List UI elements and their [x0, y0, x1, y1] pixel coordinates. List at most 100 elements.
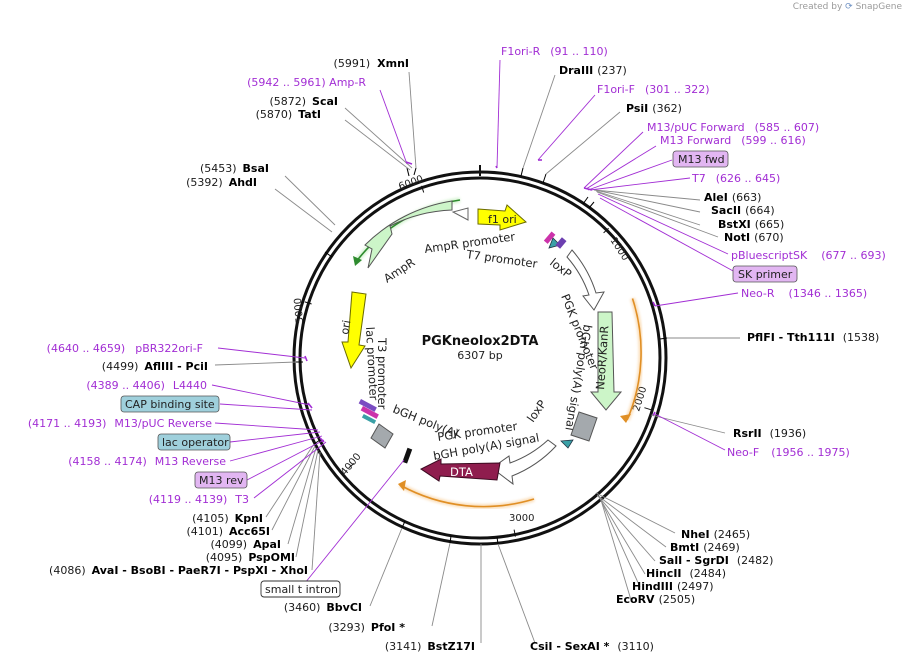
bgh2-box: [370, 423, 394, 449]
snapgene-logo-icon: ⟳: [845, 2, 853, 12]
primer-pbr322ori-f: (4640 .. 4659)pBR322ori-F: [47, 342, 203, 355]
pgk-promoter2-arrow: [491, 439, 557, 486]
bgh1-box: [570, 411, 598, 442]
m13fwd-box: [672, 150, 729, 168]
plasmid-name: PGKneolox2DTA: [422, 334, 539, 349]
primer-f1ori-r: F1ori-R(91 .. 110): [501, 45, 608, 58]
t7-promoter-label: T7 promoter: [465, 247, 539, 271]
credit-text: Created by: [792, 2, 843, 12]
site-leaders: [214, 71, 740, 644]
primer-m13puc-rev: (4171 .. 4193)M13/pUC Reverse: [28, 417, 212, 430]
site-alei: AleI(663): [704, 191, 761, 204]
site-bstz17i: (3141)BstZ17I: [385, 640, 475, 653]
primer-f1ori-f: F1ori-F(301 .. 322): [597, 83, 710, 96]
site-bsai: (5453)BsaI: [200, 162, 269, 175]
lacop-box: [157, 433, 231, 451]
boxed-labels: M13 fwd SK primer CAP binding site lac o…: [120, 150, 798, 598]
dta-arrow: [420, 458, 501, 482]
f1ori-start-cap: [451, 207, 469, 221]
primer-m13-rev: (4158 .. 4174)M13 Reverse: [68, 455, 226, 468]
f1ori-arrow: [477, 204, 527, 231]
primer-neo-f: Neo-F(1956 .. 1975): [727, 446, 850, 459]
primer-t7: T7(626 .. 645): [691, 172, 780, 185]
site-sgrdi: SalI - SgrDI(2482): [659, 554, 773, 567]
primer-labels: F1ori-R(91 .. 110) F1ori-F(301 .. 322) M…: [28, 45, 886, 506]
plasmid-size: 6307 bp: [457, 349, 502, 362]
mcs-cluster-left: [358, 399, 379, 425]
primer-amp-r: (5942 .. 5961) Amp-R: [247, 76, 366, 89]
dta-label: DTA: [450, 465, 473, 479]
m13fwd-text: M13 fwd: [678, 153, 725, 166]
pgk-promoter1-arrow: [566, 249, 605, 311]
site-sexai: CsiI - SexAI *(3110): [530, 640, 654, 653]
site-psii: PsiI(362): [626, 102, 682, 115]
site-bbvci: (3460)BbvCI: [284, 601, 362, 614]
site-bstxi: BstXI(665): [718, 218, 784, 231]
site-xmni: (5991)XmnI: [334, 57, 409, 70]
t7-marker: [543, 231, 556, 244]
site-draiii: DraIII(237): [559, 64, 627, 77]
primer-pbluescriptsk: pBluescriptSK(677 .. 693): [731, 249, 886, 262]
site-ticks: [296, 167, 668, 545]
m13rev-text: M13 rev: [199, 474, 244, 487]
site-sacii: SacII(664): [711, 204, 775, 217]
ori-arrow: [341, 291, 367, 370]
site-labels-left: (5991)XmnI (5872)ScaI (5870)TatI (5453)B…: [49, 57, 475, 653]
site-labels-right: DraIII(237) PsiI(362) AleI(663) SacII(66…: [530, 64, 879, 653]
smallt-box: [260, 580, 341, 598]
neokanr-label: NeoR/KanR: [593, 325, 611, 390]
site-ecorv: EcoRV(2505): [616, 593, 695, 606]
skprimer-box: [732, 265, 798, 283]
site-apai: (4099)ApaI: [211, 538, 281, 551]
primer-leaders: [211, 59, 739, 589]
site-pspomi: (4095)PspOMI: [206, 551, 295, 564]
loxp2-marker: [560, 439, 574, 449]
ampr-label: AmpR: [381, 255, 417, 285]
site-ahdi: (5392)AhdI: [186, 176, 257, 189]
lacop-text: lac operator: [162, 436, 229, 449]
site-nhei: NheI(2465): [681, 528, 750, 541]
neokanr-arrow: [589, 311, 623, 411]
site-bmti: BmtI(2469): [670, 541, 740, 554]
site-hindiii: HindIII(2497): [632, 580, 714, 593]
site-rsrii: RsrII(1936): [733, 427, 806, 440]
primer-l4440: (4389 .. 4406)L4440: [86, 379, 207, 392]
site-scai: (5872)ScaI: [269, 95, 338, 108]
ampr-arrow: [364, 200, 453, 269]
skprimer-text: SK primer: [738, 268, 793, 281]
primer-neo-r: Neo-R(1346 .. 1365): [741, 287, 867, 300]
primer-m13puc-fwd: M13/pUC Forward(585 .. 607): [647, 121, 819, 134]
f1ori-label: f1 ori: [488, 213, 517, 226]
scale-tick-4000: 4000: [339, 451, 364, 478]
bgh2-inner-label: bGH poly(A): [391, 402, 461, 441]
smallt-text: small t intron: [265, 583, 338, 596]
site-tth111i: PflFI - Tth111I(1538): [747, 331, 879, 344]
brand-text: SnapGene: [855, 2, 902, 12]
lac-promoter-label: lac promoter: [363, 326, 381, 400]
site-noti: NotI(670): [724, 231, 784, 244]
m13-marker: [555, 237, 567, 249]
scale-tick-6000: 6000: [397, 174, 425, 193]
loxp2-label: loxP: [524, 397, 549, 424]
scale-tick-5000: 5000: [293, 297, 306, 323]
site-pfoi: (3293)PfoI *: [328, 621, 405, 634]
primer-t3: (4119 .. 4139)T3: [149, 493, 249, 506]
site-pcii: (4499)AflIII - PciI: [102, 360, 208, 373]
cap-text: CAP binding site: [125, 398, 215, 411]
scale-tick-1000: 1000: [607, 236, 630, 263]
primer-m13-fwd: M13 Forward(599 .. 616): [660, 134, 806, 147]
scale-tick-3000: 3000: [509, 513, 534, 524]
snapgene-credit: Created by ⟳ SnapGene: [793, 2, 902, 12]
cap-box: [120, 395, 220, 413]
ori-label: ori: [338, 319, 353, 335]
t3-promoter-label: T3 promoter: [375, 337, 389, 410]
site-kpni: (4105)KpnI: [192, 512, 263, 525]
site-xhoi: (4086)AvaI - BsoBI - PaeR7I - PspXI - Xh…: [49, 564, 308, 577]
site-hincii: HincII(2484): [646, 567, 726, 580]
site-tati: (5870)TatI: [256, 108, 321, 121]
m13rev-box: [194, 471, 248, 489]
small-t-marker: [402, 447, 413, 464]
site-acc65i: (4101)Acc65I: [186, 525, 270, 538]
backbone-inner: [298, 176, 662, 540]
